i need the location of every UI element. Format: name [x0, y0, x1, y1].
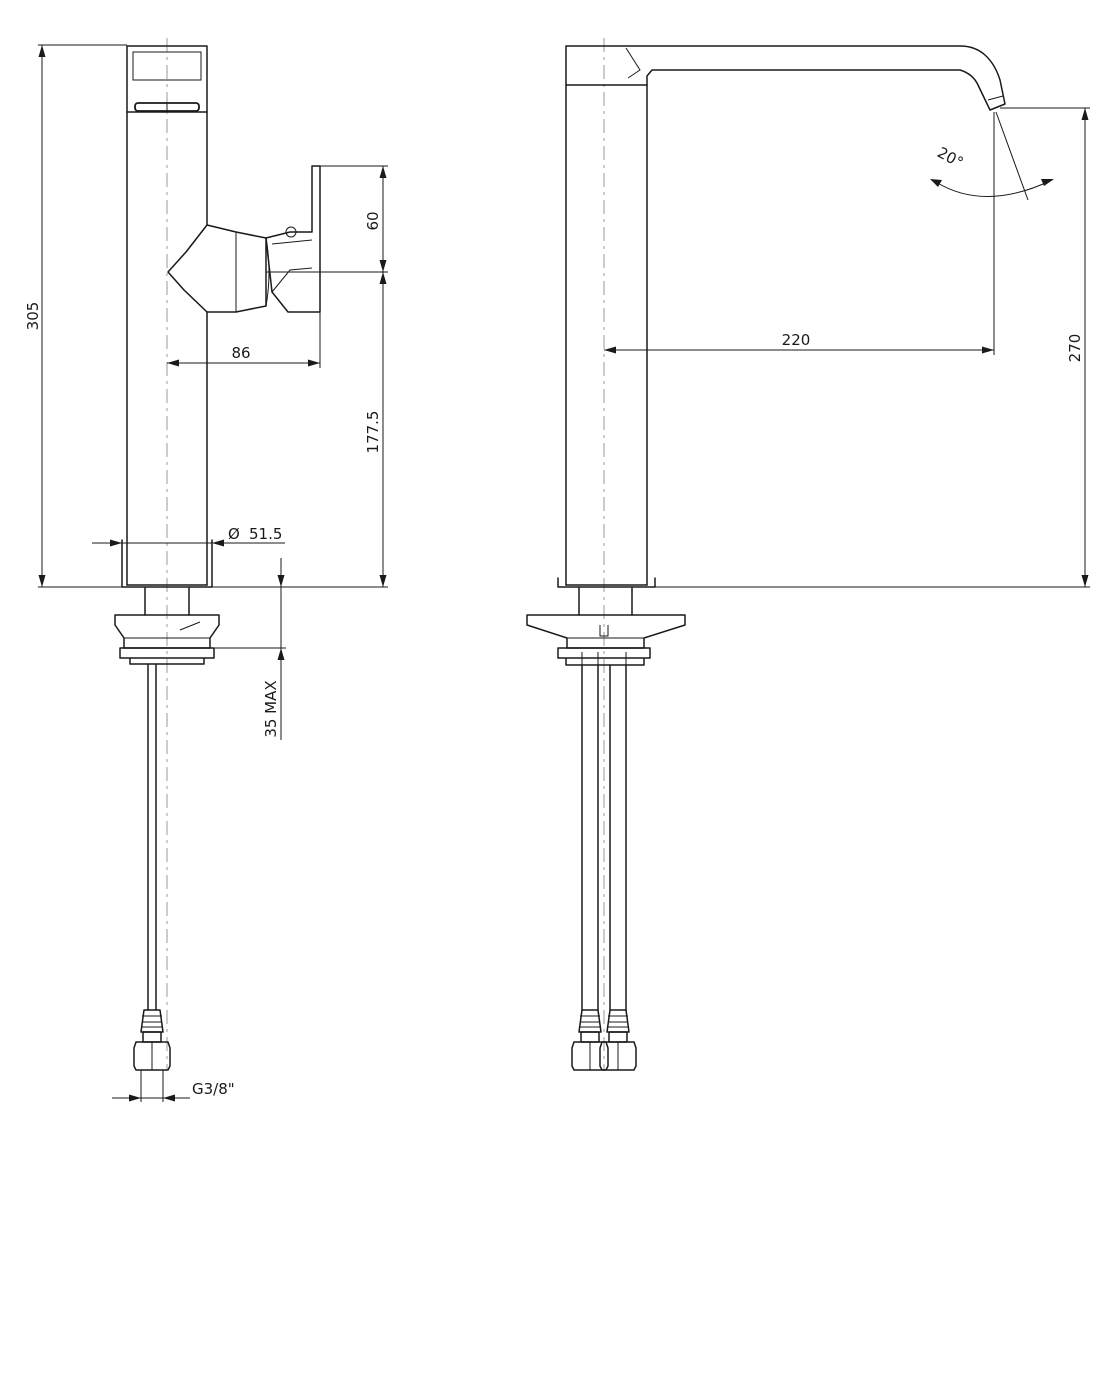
dim-spout-reach: 220 [604, 112, 995, 355]
side-deck-plate [526, 614, 686, 649]
side-hose-fitting-left [571, 1009, 609, 1071]
dim-deck-thickness: 35 MAX [212, 558, 286, 740]
side-lock-nut [557, 647, 651, 666]
front-handle-hub [167, 224, 267, 313]
front-supply-hose [147, 663, 157, 1011]
side-spout-outlet [987, 95, 1004, 101]
dim-handle-axis-height-label: 177.5 [364, 411, 382, 454]
front-lock-nut [119, 647, 215, 665]
side-base-collar [557, 577, 656, 588]
dim-deck-thickness-label: 35 MAX [262, 680, 280, 737]
side-spout [565, 45, 1006, 111]
dim-spout-height-label: 270 [1066, 334, 1084, 363]
front-view: 305 60 177.5 86 [24, 38, 388, 1102]
dim-swivel-angle-label: 20° [934, 143, 966, 171]
dim-handle-reach-label: 86 [231, 344, 250, 362]
front-body [126, 111, 208, 586]
dim-handle-reach: 86 [167, 312, 321, 368]
side-body [565, 84, 648, 586]
dim-handle-axis-height: 177.5 [212, 272, 388, 588]
front-hub-ridge [183, 224, 237, 313]
dim-spout-reach-label: 220 [782, 331, 811, 349]
front-deck-plate-detail [124, 621, 210, 639]
dim-body-diameter-symbol: Ø [228, 525, 240, 543]
front-shank [144, 587, 190, 616]
side-lock-nut-detail [581, 652, 627, 665]
side-supply-hose-left [581, 664, 599, 1011]
front-base-collar [121, 539, 213, 588]
side-spout-detail [565, 46, 641, 85]
front-handle-web [271, 239, 313, 293]
dim-total-height-label: 305 [24, 302, 42, 331]
dim-spout-height: 270 [655, 107, 1090, 588]
front-aerator-detail [132, 51, 202, 81]
front-handle-pivot [285, 226, 297, 238]
dim-swivel-angle: 20° [930, 111, 1054, 201]
side-view: 220 270 20° [526, 38, 1090, 1071]
dim-total-height: 305 [24, 44, 127, 588]
dim-handle-height-label: 60 [364, 211, 382, 230]
side-deck-plate-detail [567, 625, 644, 639]
side-shank [578, 587, 633, 616]
front-hose-fitting [133, 1009, 171, 1071]
dim-handle-height: 60 [266, 165, 388, 273]
side-hose-fitting-right [599, 1009, 637, 1071]
side-supply-hose-right [609, 664, 627, 1011]
dim-hose-thread: G3/8" [112, 1070, 235, 1102]
dim-hose-thread-label: G3/8" [192, 1080, 235, 1098]
dim-body-diameter-label: 51.5 [249, 525, 282, 543]
dim-body-diameter: Ø 51.5 [92, 525, 285, 547]
front-aerator-cap [126, 45, 208, 113]
